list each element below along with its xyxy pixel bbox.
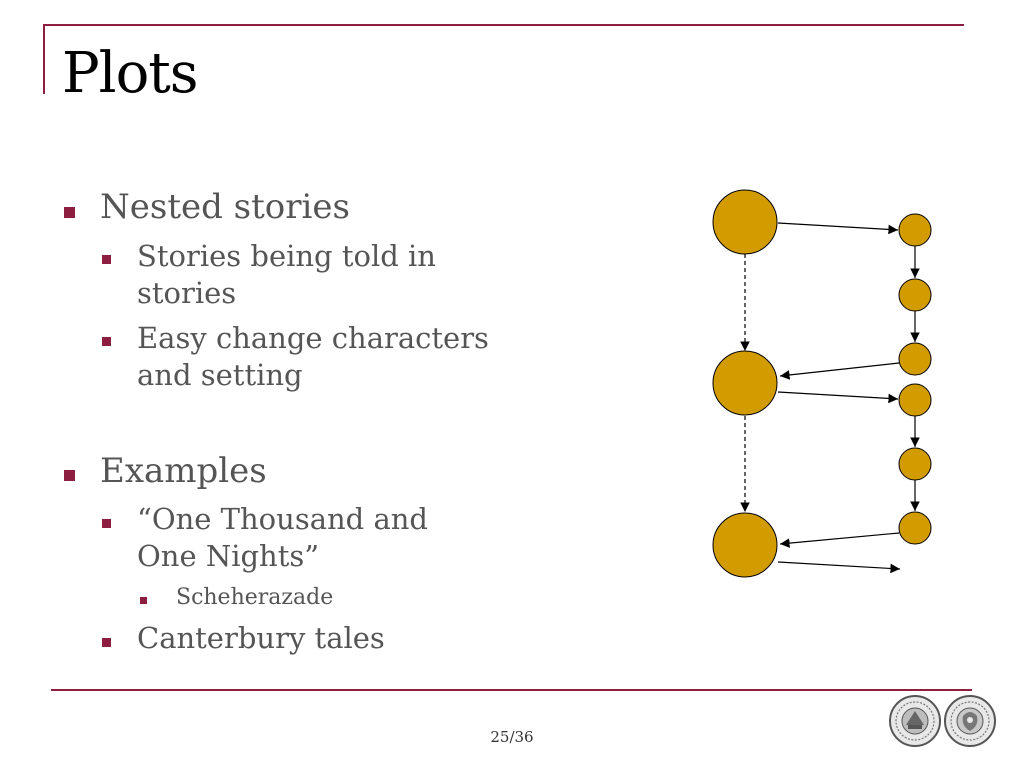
arrow xyxy=(777,391,899,404)
subbullet-easy-change-line-2: and setting xyxy=(137,358,303,392)
slide-title: Plots xyxy=(62,41,199,106)
bullet-marker xyxy=(64,207,75,218)
title-left-rule xyxy=(43,24,45,94)
outer-story-node xyxy=(712,189,778,255)
subbullet-thousand-nights-line-2: One Nights” xyxy=(137,539,320,573)
university-seal-icon xyxy=(889,695,941,747)
arrow xyxy=(779,362,900,380)
bullet-marker xyxy=(102,638,111,647)
bullet-nested-stories: Nested stories xyxy=(100,187,350,227)
bullet-marker xyxy=(102,337,111,346)
subbullet-stories-in-stories-line-1: Stories being told in xyxy=(137,239,436,273)
arrow xyxy=(777,222,899,235)
bullet-marker xyxy=(140,597,147,604)
inner-story-node xyxy=(898,383,932,417)
faculty-seal-icon xyxy=(944,695,996,747)
nested-story-diagram xyxy=(712,189,932,578)
subbullet-canterbury-tales: Canterbury tales xyxy=(137,621,385,655)
subsubbullet-scheherazade: Scheherazade xyxy=(176,585,334,610)
subbullet-stories-in-stories-line-2: stories xyxy=(137,276,237,310)
subbullet-thousand-nights-line-1: “One Thousand and xyxy=(137,502,428,536)
outer-story-node xyxy=(712,512,778,578)
arrow xyxy=(777,561,901,574)
outer-story-node xyxy=(712,350,778,416)
inner-story-node xyxy=(898,342,932,376)
subbullet-easy-change-line-1: Easy change characters xyxy=(137,321,489,355)
page-number: 25/36 xyxy=(490,728,534,746)
inner-story-node xyxy=(898,511,932,545)
footer-rule xyxy=(51,689,972,691)
inner-story-node xyxy=(898,278,932,312)
bullet-marker xyxy=(102,519,111,528)
bullet-examples: Examples xyxy=(100,451,267,491)
title-top-rule xyxy=(43,24,964,26)
inner-story-node xyxy=(898,213,932,247)
bullet-marker xyxy=(64,470,75,481)
bullet-marker xyxy=(102,255,111,264)
inner-story-node xyxy=(898,447,932,481)
arrow xyxy=(779,532,900,548)
